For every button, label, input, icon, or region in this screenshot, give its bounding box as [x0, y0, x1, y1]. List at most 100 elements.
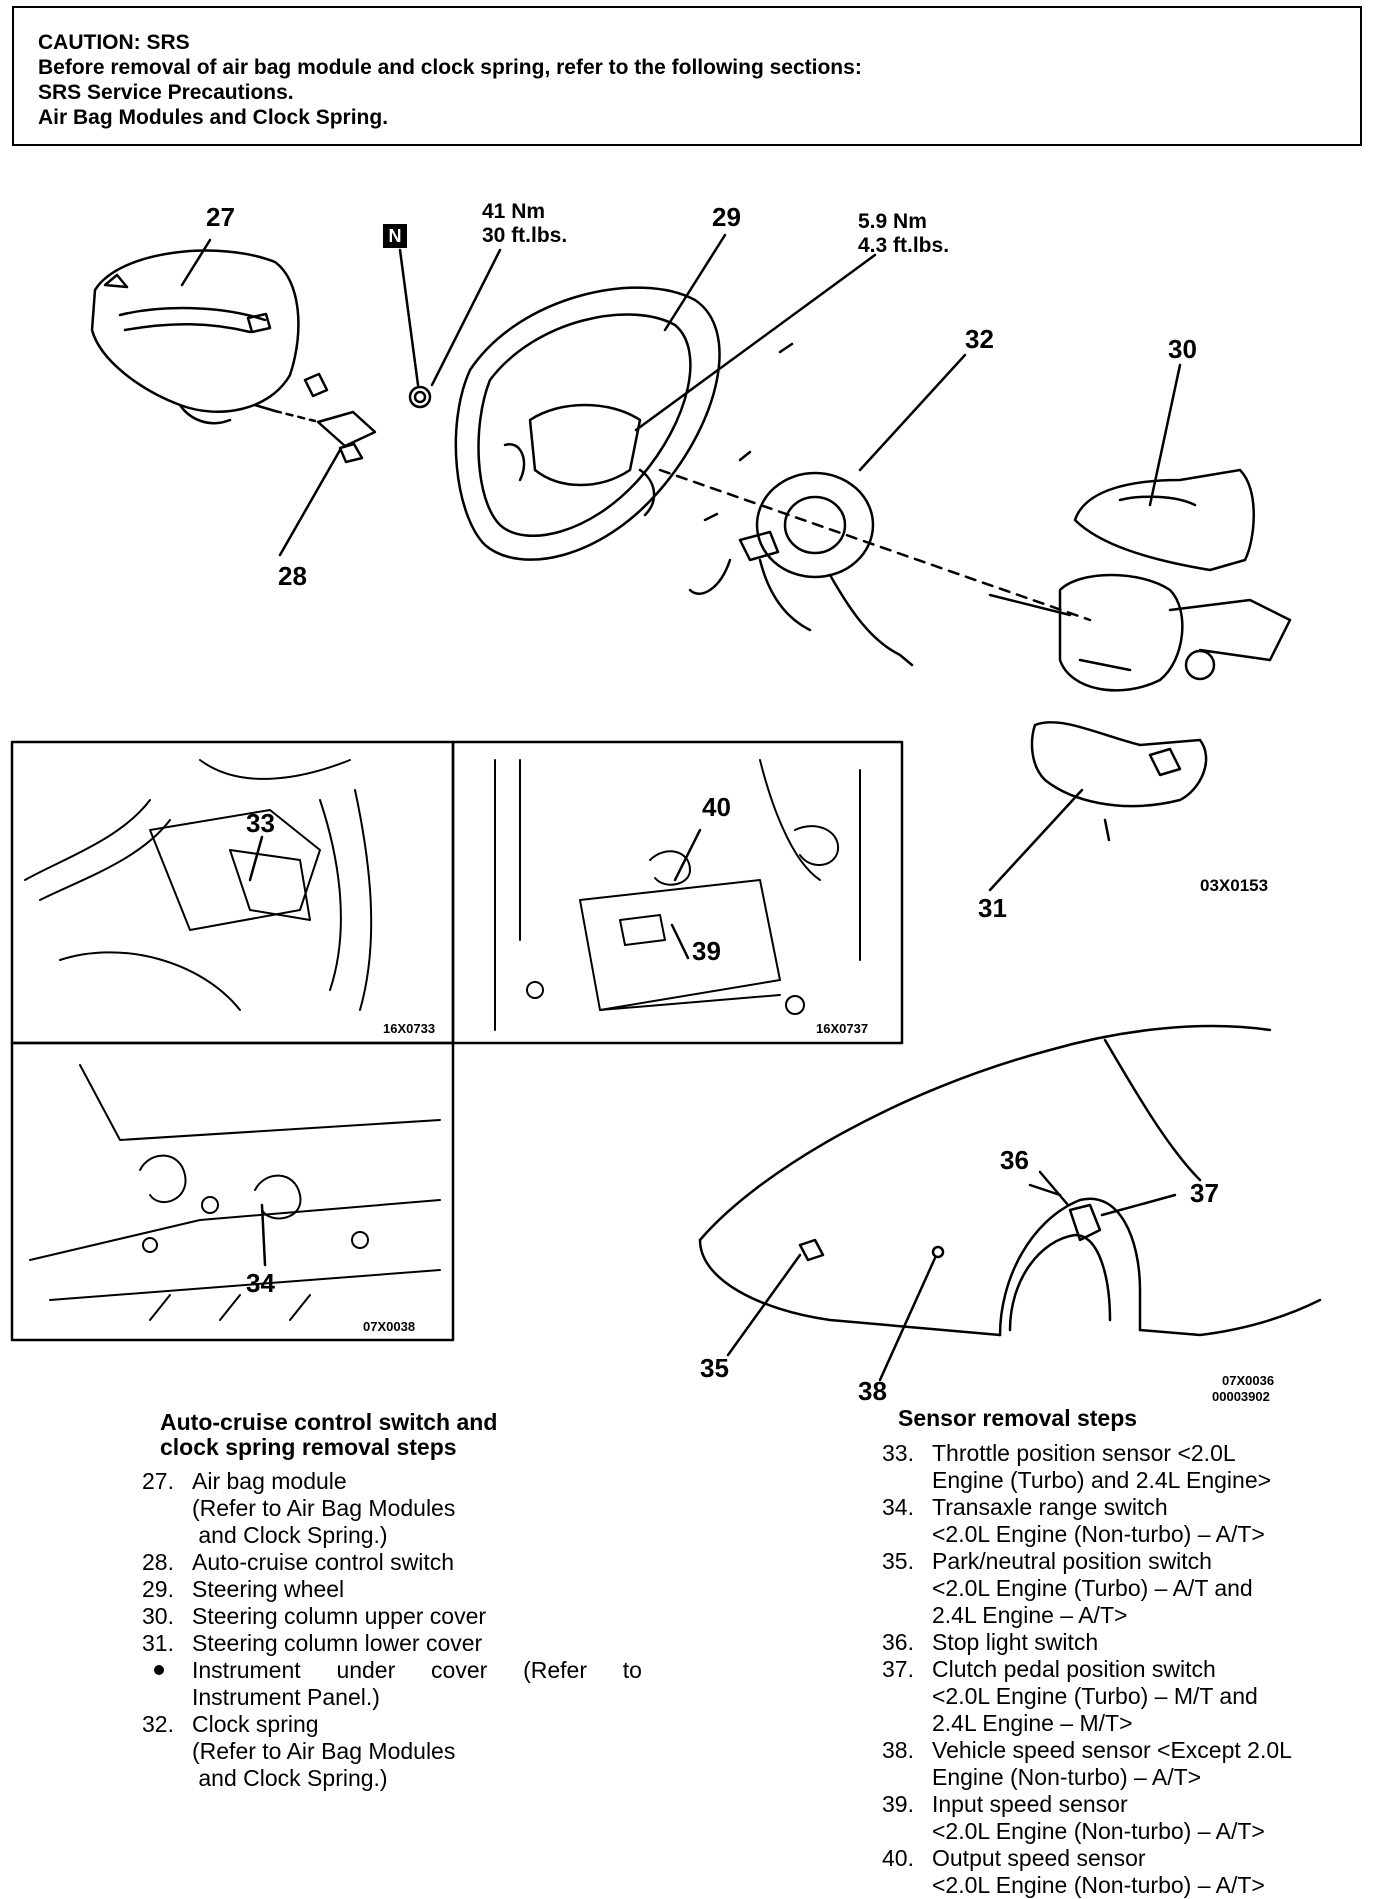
torque-spec-steering-wheel-nut: 41 Nm 30 ft.lbs.	[482, 200, 567, 248]
torque-spec-clock-spring-screw: 5.9 Nm 4.3 ft.lbs.	[858, 210, 949, 258]
step-text: (Refer to Air Bag Modules	[192, 1738, 456, 1764]
step-item: 35. Park/neutral position switch <2.0L E…	[882, 1548, 1292, 1629]
step-text: Stop light switch	[932, 1629, 1099, 1655]
caution-box: CAUTION: SRS Before removal of air bag m…	[12, 6, 1362, 146]
steering-wheel-drawing	[454, 286, 721, 561]
callout-32: 32	[965, 324, 994, 354]
callout-29: 29	[712, 202, 741, 232]
bullet-text-line: Instrument Panel.)	[192, 1684, 380, 1710]
caution-line: CAUTION: SRS	[38, 31, 190, 54]
step-text: <2.0L Engine (Turbo) – A/T and	[932, 1575, 1253, 1601]
figure-code-vehicle-b: 00003902	[1212, 1389, 1270, 1404]
auto-cruise-switch-drawing	[253, 372, 377, 464]
bullet-step-instrument-under-cover: Instrument under cover (Refer to Instrum…	[142, 1657, 642, 1711]
callout-39: 39	[692, 936, 721, 966]
bullet-word: under	[336, 1657, 396, 1683]
step-text: Throttle position sensor <2.0L	[932, 1440, 1236, 1466]
step-item: 30. Steering column upper cover	[142, 1603, 642, 1630]
step-text: <2.0L Engine (Turbo) – M/T and	[932, 1683, 1258, 1709]
callout-37: 37	[1190, 1178, 1219, 1208]
step-text: Park/neutral position switch	[932, 1548, 1212, 1574]
step-text: and Clock Spring.)	[192, 1765, 388, 1791]
step-item: 38. Vehicle speed sensor <Except 2.0L En…	[882, 1737, 1292, 1791]
caution-line: SRS Service Precautions.	[38, 81, 294, 104]
step-text: 2.4L Engine – A/T>	[932, 1602, 1128, 1628]
caution-line: Before removal of air bag module and clo…	[38, 56, 862, 79]
bullet-icon	[154, 1665, 164, 1675]
step-item: 34. Transaxle range switch <2.0L Engine …	[882, 1494, 1292, 1548]
inset-frame-transaxle	[10, 1041, 455, 1342]
bullet-word: cover	[431, 1657, 488, 1683]
step-item: 27. Air bag module (Refer to Air Bag Mod…	[142, 1468, 642, 1549]
step-text: Engine (Non-turbo) – A/T>	[932, 1764, 1202, 1790]
step-number: 32.	[142, 1711, 174, 1737]
step-number: 34.	[882, 1494, 914, 1520]
right-list-heading: Sensor removal steps	[898, 1405, 1138, 1431]
step-text: Steering wheel	[192, 1576, 345, 1602]
step-item: 40. Output speed sensor <2.0L Engine (No…	[882, 1845, 1292, 1899]
step-item: 31. Steering column lower cover	[142, 1630, 642, 1657]
bullet-word: to	[622, 1657, 642, 1683]
callout-36: 36	[1000, 1145, 1029, 1175]
step-item: 32. Clock spring (Refer to Air Bag Modul…	[142, 1711, 642, 1792]
step-number: 36.	[882, 1629, 914, 1655]
right-step-list: 33. Throttle position sensor <2.0L Engin…	[882, 1440, 1292, 1899]
step-number: 29.	[142, 1576, 174, 1602]
inset-frame-speed-sensors	[451, 740, 904, 1045]
bullet-word: Instrument	[192, 1657, 301, 1683]
step-text: and Clock Spring.)	[192, 1522, 388, 1548]
figure-code-main: 03X0153	[1200, 876, 1269, 895]
callout-31: 31	[978, 893, 1007, 923]
left-step-list: 27. Air bag module (Refer to Air Bag Mod…	[142, 1468, 642, 1792]
step-number: 40.	[882, 1845, 914, 1871]
step-number: 30.	[142, 1603, 174, 1629]
step-number: 33.	[882, 1440, 914, 1466]
callout-28: 28	[278, 561, 307, 591]
step-number: 35.	[882, 1548, 914, 1574]
figure-code-inset-transaxle: 07X0038	[363, 1319, 416, 1334]
callout-34: 34	[246, 1268, 275, 1298]
step-text: Input speed sensor	[932, 1791, 1128, 1817]
step-text: (Refer to Air Bag Modules	[192, 1495, 456, 1521]
step-text: Clock spring	[192, 1711, 319, 1737]
step-item: 37. Clutch pedal position switch <2.0L E…	[882, 1656, 1292, 1737]
heading-line: clock spring removal steps	[160, 1434, 457, 1460]
step-item: 33. Throttle position sensor <2.0L Engin…	[882, 1440, 1292, 1494]
torque-metric: 5.9 Nm	[858, 210, 927, 233]
step-text: Output speed sensor	[932, 1845, 1146, 1871]
torque-imperial: 4.3 ft.lbs.	[858, 234, 950, 257]
step-text: Steering column lower cover	[192, 1630, 483, 1656]
figure-code-inset-speed: 16X0737	[816, 1021, 869, 1036]
vehicle-front-drawing	[698, 1024, 1322, 1337]
step-item: 36. Stop light switch	[882, 1629, 1292, 1656]
figure-code-vehicle-a: 07X0036	[1222, 1373, 1275, 1388]
step-number: 27.	[142, 1468, 174, 1494]
step-number: 38.	[882, 1737, 914, 1763]
bullet-text-line: Instrument under cover (Refer to	[192, 1657, 642, 1684]
step-text: <2.0L Engine (Non-turbo) – A/T>	[932, 1521, 1265, 1547]
step-text: Vehicle speed sensor <Except 2.0L	[932, 1737, 1292, 1763]
clock-spring-drawing	[688, 342, 914, 667]
step-text: <2.0L Engine (Non-turbo) – A/T>	[932, 1872, 1265, 1898]
step-text: Auto-cruise control switch	[192, 1549, 455, 1575]
callout-30: 30	[1168, 334, 1197, 364]
step-number: 37.	[882, 1656, 914, 1682]
step-item: 29. Steering wheel	[142, 1576, 642, 1603]
step-item: 39. Input speed sensor <2.0L Engine (Non…	[882, 1791, 1292, 1845]
bullet-word: (Refer	[523, 1657, 587, 1683]
figure-code-inset-tps: 16X0733	[383, 1021, 436, 1036]
step-text: Clutch pedal position switch	[932, 1656, 1216, 1682]
callout-35: 35	[700, 1353, 729, 1383]
torque-imperial: 30 ft.lbs.	[482, 224, 568, 247]
steering-column-upper-cover-drawing	[1073, 468, 1255, 572]
callout-33: 33	[246, 808, 275, 838]
step-text: Engine (Turbo) and 2.4L Engine>	[932, 1467, 1272, 1493]
caution-line: Air Bag Modules and Clock Spring.	[38, 106, 389, 129]
step-text: Transaxle range switch	[932, 1494, 1168, 1520]
step-text: <2.0L Engine (Non-turbo) – A/T>	[932, 1818, 1265, 1844]
heading-line: Auto-cruise control switch and	[160, 1409, 498, 1435]
inset-frame-tps	[10, 740, 455, 1045]
step-text: Steering column upper cover	[192, 1603, 487, 1629]
combination-switch-drawing	[658, 468, 1292, 692]
